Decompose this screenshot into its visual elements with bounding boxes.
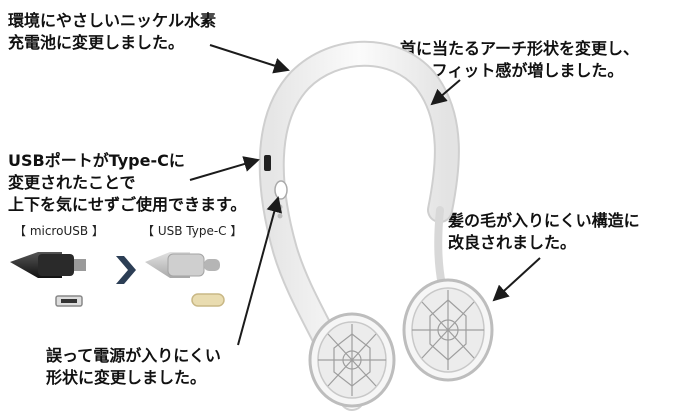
arch-note-line-2: よりフィット感が増しました。 (400, 61, 624, 80)
battery-note-line-2: 充電池に変更しました。 (8, 33, 185, 52)
microusb-label: 【 microUSB 】 (14, 224, 104, 238)
microusb-cable-icon (10, 252, 86, 278)
power-note: 誤って電源が入りにくい 形状に変更しました。 (46, 345, 221, 389)
hair-arrow (492, 257, 541, 302)
typec-label: 【 USB Type-C 】 (142, 224, 243, 238)
usb-arrow (189, 156, 260, 181)
hair-note-line-1: 髪の毛が入りにくい構造に (448, 211, 640, 230)
usb-note-line-1: USBポートがType-Cに (8, 151, 185, 170)
power-note-line-2: 形状に変更しました。 (46, 368, 207, 387)
right-fan-icon (402, 278, 494, 382)
power-arrow (237, 196, 283, 346)
power-button (274, 180, 288, 200)
battery-note-line-1: 環境にやさしいニッケル水素 (8, 11, 217, 30)
usb-note: USBポートがType-Cに 変更されたことで 上下を気にせずご使用できます。 (8, 150, 246, 216)
arch-arrow (430, 79, 461, 106)
left-fan-icon (308, 312, 396, 408)
neck-fan-device (258, 40, 494, 411)
typec-cable-icon (145, 252, 220, 278)
hair-note-line-2: 改良されました。 (448, 233, 577, 252)
power-note-line-1: 誤って電源が入りにくい (46, 346, 221, 365)
hair-note: 髪の毛が入りにくい構造に 改良されました。 (448, 210, 640, 254)
battery-note: 環境にやさしいニッケル水素 充電池に変更しました。 (8, 10, 216, 54)
typec-port-icon (191, 293, 225, 307)
usb-note-line-3: 上下を気にせずご使用できます。 (8, 195, 247, 214)
battery-arrow (209, 44, 290, 74)
chevron-right-icon (116, 256, 136, 284)
usb-note-line-2: 変更されたことで (8, 173, 136, 192)
usb-port (264, 155, 271, 171)
arch-note-line-1: 首に当たるアーチ形状を変更し、 (400, 39, 640, 58)
arch-note: 首に当たるアーチ形状を変更し、 よりフィット感が増しました。 (400, 38, 639, 82)
